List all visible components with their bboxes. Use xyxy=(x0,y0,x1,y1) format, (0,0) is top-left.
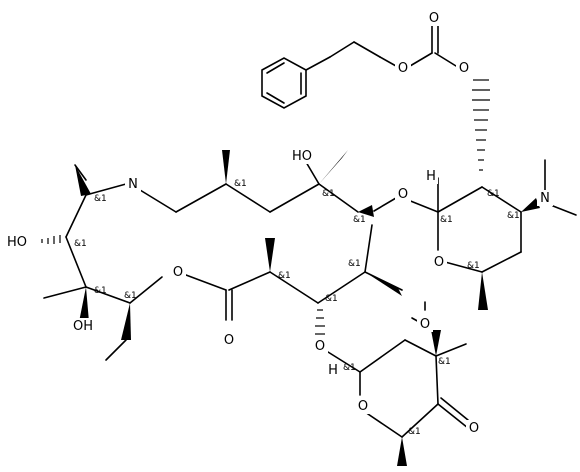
stereo-label: &1 xyxy=(94,194,107,204)
methoxy-oxygen-label: O xyxy=(420,317,430,332)
hydroxyl-label: OH xyxy=(73,319,93,334)
benzene-ring xyxy=(261,57,307,109)
dimethylamino-nitrogen-label: N xyxy=(540,191,550,206)
carbonyl-oxygen-label: O xyxy=(429,11,439,26)
stereo-labels: &1 &1 &1 &1 &1 &1 &1 &1 &1 &1 &1 &1 &1 &… xyxy=(74,179,520,437)
glycosidic-oxygen-label: O xyxy=(398,187,408,202)
ring-oxygen-label: O xyxy=(434,255,444,270)
hydrogen-label: H xyxy=(328,363,338,378)
stereo-label: &1 xyxy=(467,261,480,271)
stereo-label: &1 xyxy=(124,291,137,301)
stereo-label: &1 xyxy=(74,239,87,249)
hash-bond-ho-left xyxy=(41,235,61,244)
atom-labels: O O O N HO OH HO O O O O O N O O O H xyxy=(4,10,553,436)
stereo-label: &1 xyxy=(438,357,451,367)
hash-bond-carbonate xyxy=(472,79,490,171)
ketone-oxygen-label: O xyxy=(469,421,479,436)
lactone-carbonyl-oxygen-label: O xyxy=(224,333,234,348)
glycosidic-oxygen-label: O xyxy=(315,339,325,354)
ring-nitrogen-label: N xyxy=(128,177,138,192)
stereo-label: &1 xyxy=(408,427,421,437)
hash-bond-cladinose-o xyxy=(315,309,325,335)
stereo-label: &1 xyxy=(487,189,500,199)
stereo-label: &1 xyxy=(353,215,366,225)
hydrogen-label: H xyxy=(426,169,436,184)
stereo-label: &1 xyxy=(278,271,291,281)
stereo-label: &1 xyxy=(322,189,335,199)
carbonate-oxygen-label: O xyxy=(459,61,469,76)
ring-oxygen-label: O xyxy=(358,399,368,414)
lactone-oxygen-label: O xyxy=(173,265,183,280)
carbonate-oxygen-label: O xyxy=(398,61,408,76)
bond-layer xyxy=(41,21,577,466)
stereo-label: &1 xyxy=(348,259,361,269)
stereo-label: &1 xyxy=(94,286,107,296)
stereo-label: &1 xyxy=(325,294,338,304)
stereo-label: &1 xyxy=(234,179,247,189)
stereo-label: &1 xyxy=(343,363,356,373)
hydroxyl-label: HO xyxy=(292,149,312,164)
stereo-label: &1 xyxy=(440,215,453,225)
stereo-label: &1 xyxy=(507,211,520,221)
hydroxyl-label: HO xyxy=(7,235,27,250)
